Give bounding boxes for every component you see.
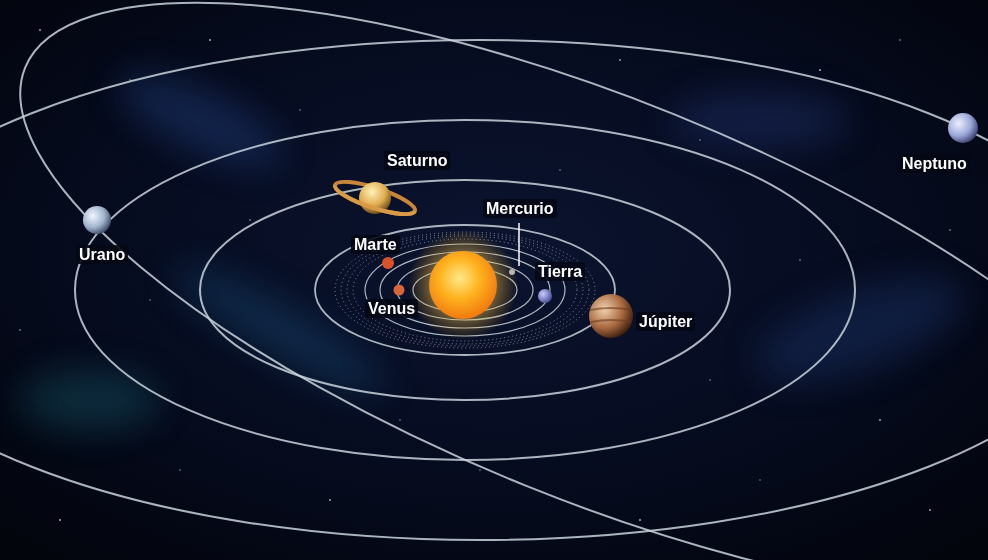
planet-label: Urano	[76, 245, 128, 264]
planet-label: Neptuno	[899, 154, 970, 173]
leader-line	[518, 223, 520, 266]
planet-label: Venus	[365, 299, 418, 318]
planet-label: Mercurio	[483, 199, 557, 218]
planet-label: Tierra	[535, 262, 585, 281]
planet-label: Júpiter	[636, 312, 695, 331]
planet-label: Saturno	[384, 151, 450, 170]
planet-label: Marte	[351, 235, 400, 254]
